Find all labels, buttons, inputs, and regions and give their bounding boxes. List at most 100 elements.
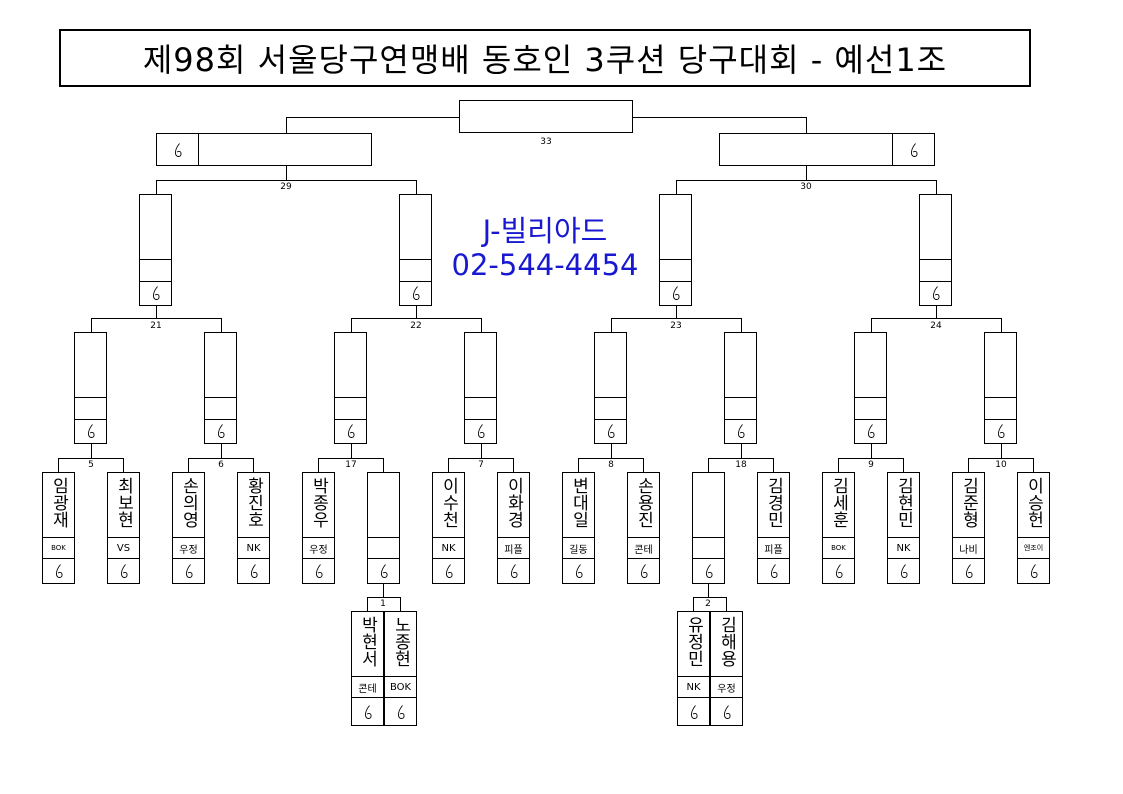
player-club: BOK [385,676,416,698]
score-cell[interactable] [823,559,854,583]
score-cell[interactable] [595,419,626,443]
score-cell[interactable] [352,698,383,725]
bracket-line [632,117,807,118]
match-winner-slot[interactable] [74,332,107,444]
bracket-line [693,597,694,612]
score-mark-icon [910,142,918,157]
score-cell[interactable] [888,559,919,583]
score-cell[interactable] [678,698,709,725]
match-winner-slot[interactable] [984,332,1017,444]
bracket-line [253,458,254,473]
score-cell[interactable] [498,559,529,583]
player-club: NK [678,676,709,698]
match-winner-slot[interactable] [139,194,172,306]
bracket-line [708,458,709,473]
bracket-line [123,458,124,473]
score-mark-icon [965,564,973,578]
score-cell[interactable] [75,419,106,443]
match-winner-slot[interactable] [659,194,692,306]
bracket-line [1033,458,1034,473]
player-club: VS [108,537,139,559]
score-cell[interactable] [1018,559,1049,583]
score-cell[interactable] [953,559,984,583]
player-name-text: 김세훈 [828,477,849,528]
score-cell[interactable] [725,419,756,443]
score-cell[interactable] [368,559,399,583]
divider [725,397,756,398]
match-winner-slot[interactable] [724,332,757,444]
match-winner-slot[interactable] [399,194,432,306]
player-club: BOK [823,537,854,559]
score-cell[interactable] [335,419,366,443]
match-winner-slot[interactable] [594,332,627,444]
bracket-line [351,318,352,333]
score-cell[interactable] [385,698,416,725]
bracket-line [936,180,937,195]
score-cell[interactable] [238,559,269,583]
match-winner-slot[interactable] [204,332,237,444]
match-winner-slot[interactable] [334,332,367,444]
score-cell[interactable] [400,281,431,305]
score-cell[interactable] [563,559,594,583]
score-cell[interactable] [985,419,1016,443]
score-mark-icon [705,564,713,578]
match-winner-slot[interactable] [854,332,887,444]
player-slot[interactable] [692,472,725,584]
divider [595,397,626,398]
score-cell[interactable] [711,698,742,725]
bracket-line [676,180,677,195]
player-slot[interactable] [367,472,400,584]
score-cell[interactable] [108,559,139,583]
score-cell[interactable] [628,559,659,583]
player-name-text: 김경민 [763,477,784,528]
score-cell[interactable] [693,559,724,583]
score-cell[interactable] [303,559,334,583]
match-winner-slot[interactable] [919,194,952,306]
match-number: 23 [670,321,682,331]
score-cell[interactable] [920,281,951,305]
bracket-line [1001,444,1002,459]
finalist-slot[interactable] [156,133,372,166]
score-cell[interactable] [43,559,74,583]
champion-slot[interactable] [459,100,633,133]
score-cell[interactable] [758,559,789,583]
score-mark-icon [55,564,63,578]
bracket-line [611,444,612,459]
score-cell[interactable] [433,559,464,583]
score-cell[interactable] [173,559,204,583]
bracket-line [806,117,807,134]
score-cell[interactable] [157,134,199,165]
score-mark-icon [397,704,405,719]
match-winner-slot[interactable] [464,332,497,444]
score-cell[interactable] [140,281,171,305]
score-cell[interactable] [465,419,496,443]
score-cell[interactable] [660,281,691,305]
score-cell[interactable] [855,419,886,443]
player-slot[interactable]: 김세훈 BOK [822,472,855,584]
player-name: 노종현 [385,612,416,676]
divider [335,419,366,420]
score-cell[interactable] [205,419,236,443]
divider [985,397,1016,398]
score-cell[interactable] [892,134,934,165]
finalist-slot[interactable] [719,133,935,166]
bracket-line [416,306,417,319]
bracket-line [903,458,904,473]
